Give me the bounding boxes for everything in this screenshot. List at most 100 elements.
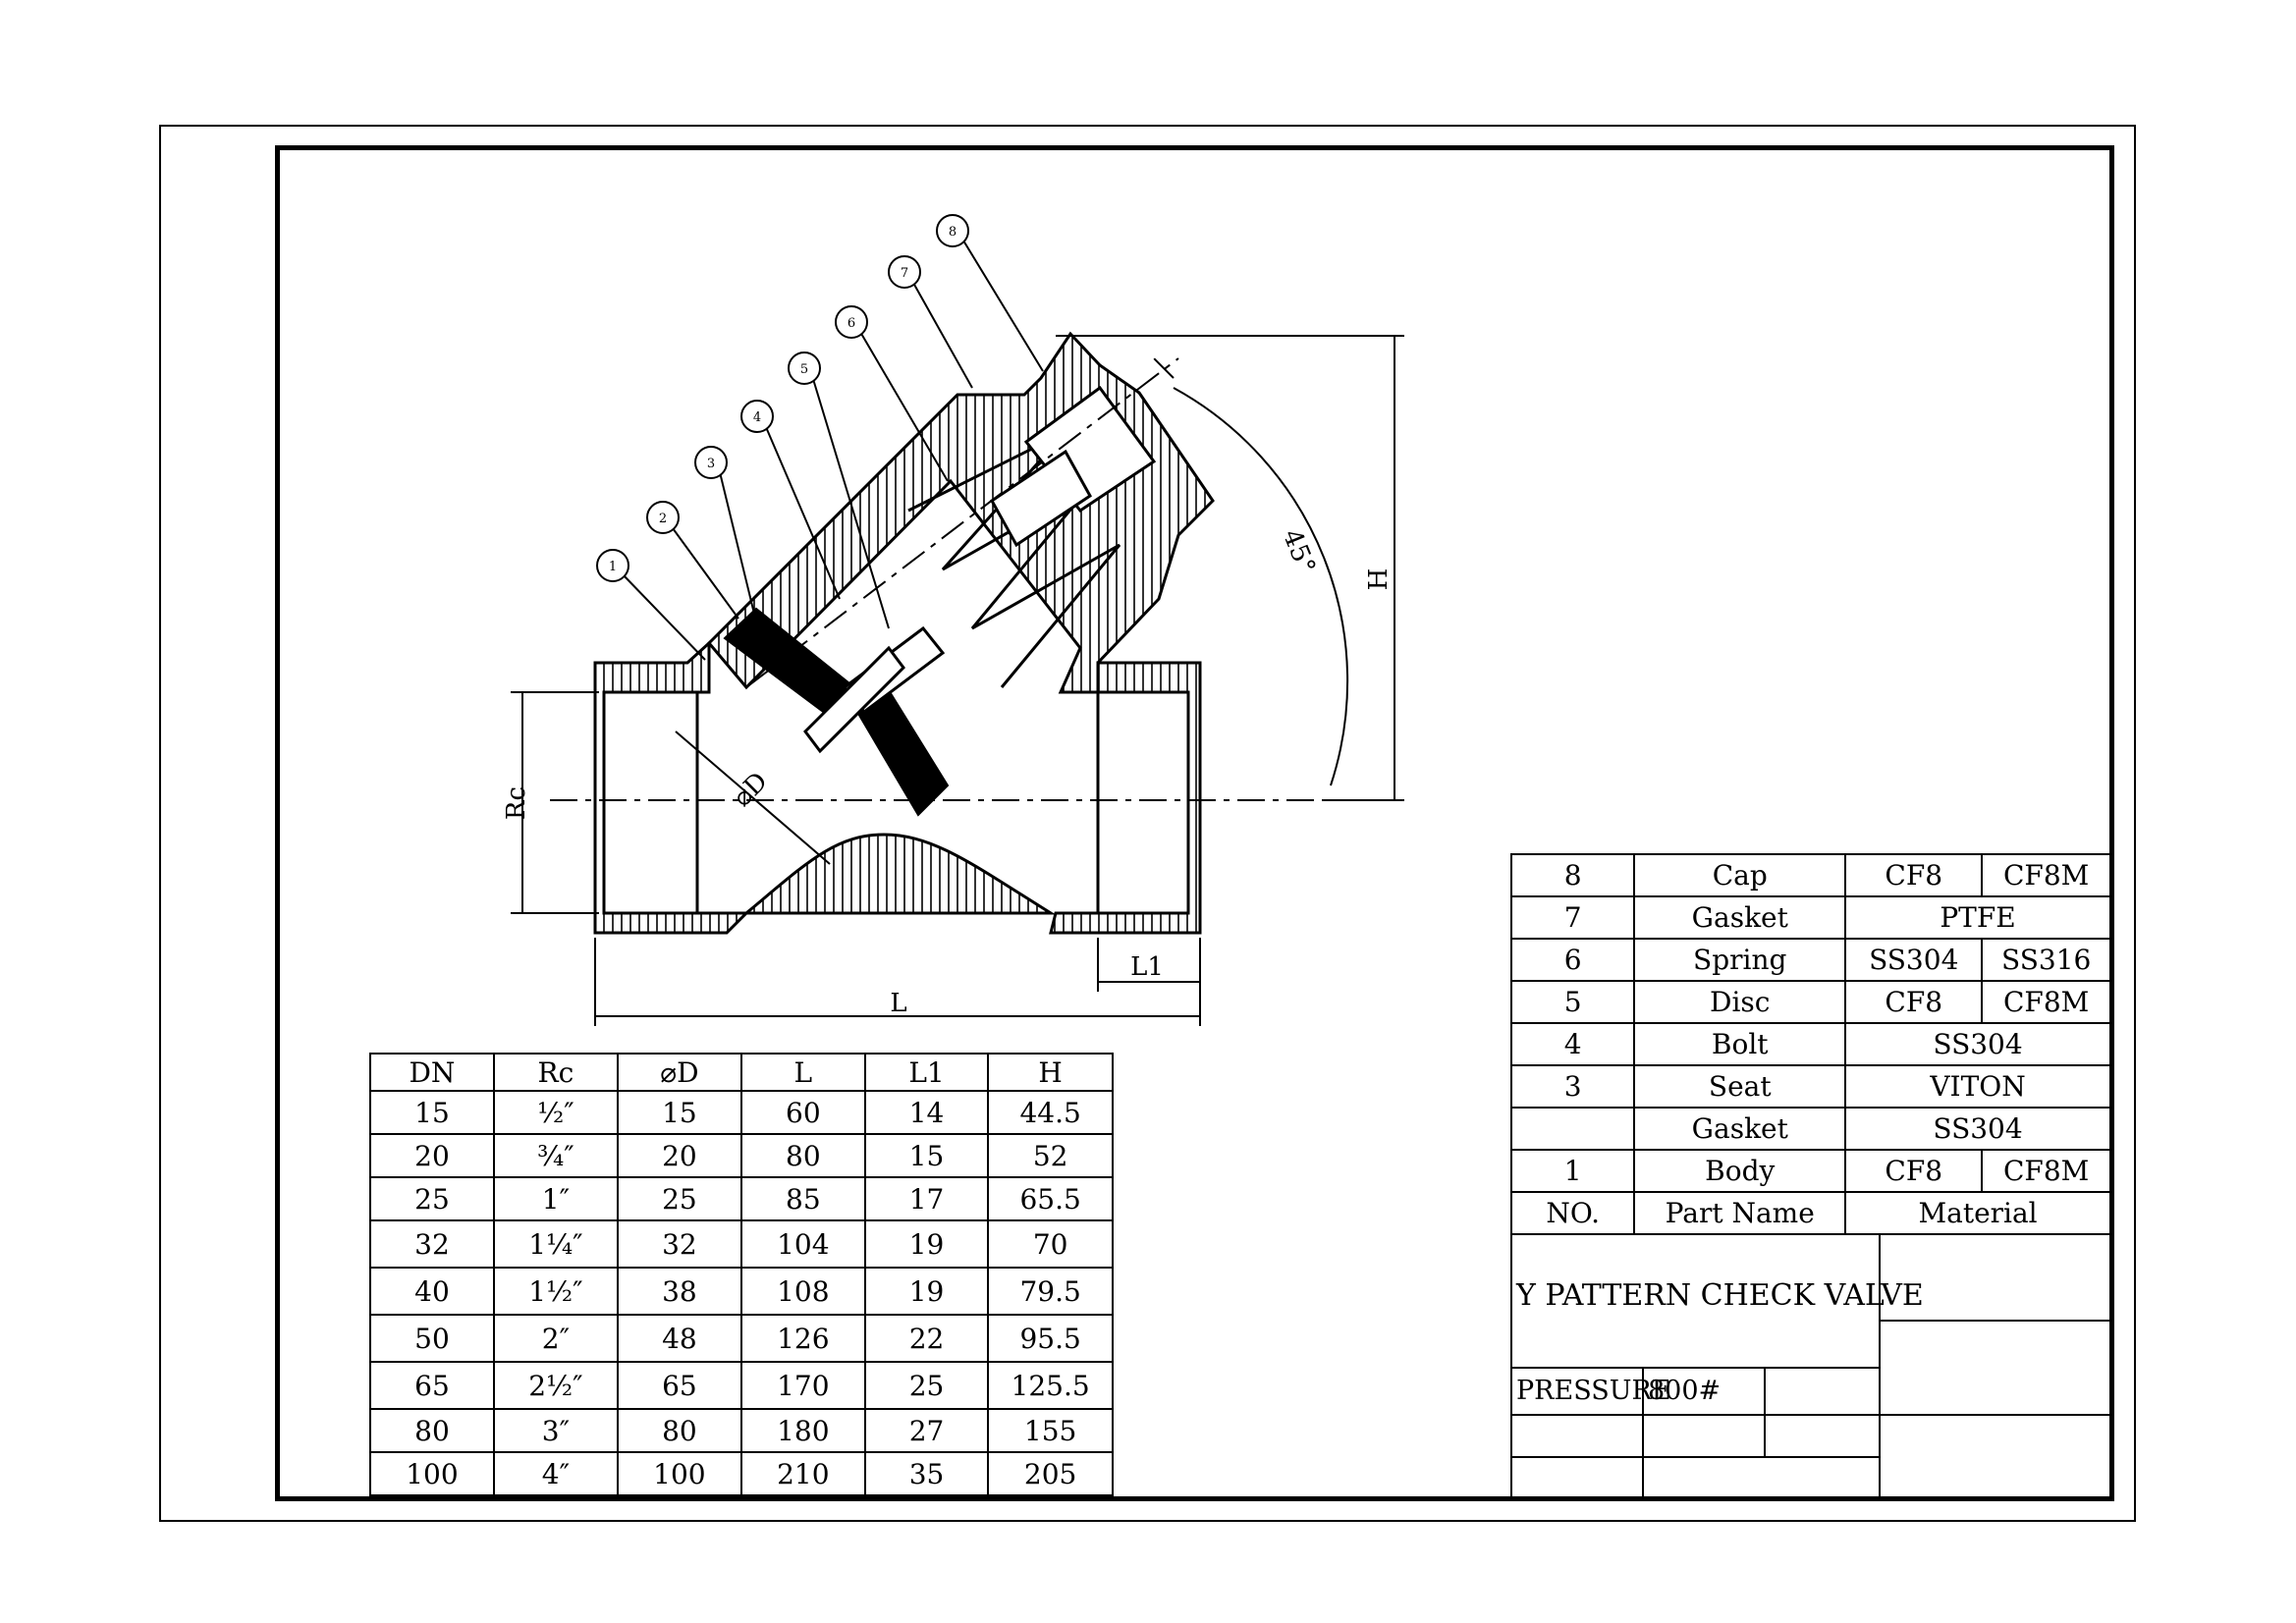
balloon-1 xyxy=(596,549,629,582)
table-cell: 100 xyxy=(369,1451,495,1496)
balloon-label-7: 7 xyxy=(901,266,908,281)
dim-label-l1: L1 xyxy=(1130,952,1164,982)
table-cell: 15 xyxy=(369,1090,495,1135)
table-cell: 205 xyxy=(987,1451,1114,1496)
table-cell: 108 xyxy=(739,1267,866,1316)
dim-label-rc: Rc xyxy=(502,786,531,820)
leader-lines xyxy=(623,235,1044,661)
table-cell: 65 xyxy=(369,1361,495,1410)
table-cell: 22 xyxy=(863,1314,990,1363)
balloon-5 xyxy=(788,352,821,385)
part-number: 6 xyxy=(1509,938,1636,982)
valve-bore xyxy=(602,690,1190,915)
part-name: Seat xyxy=(1633,1064,1847,1109)
part-number: 5 xyxy=(1509,980,1636,1024)
table-cell: 80 xyxy=(616,1408,742,1453)
table-cell: 180 xyxy=(739,1408,866,1453)
part-name: Gasket xyxy=(1633,1107,1847,1151)
table-cell: 20 xyxy=(616,1133,742,1178)
balloon-label-5: 5 xyxy=(800,362,808,377)
table-cell: 40 xyxy=(369,1267,495,1316)
part-material-alt: CF8M xyxy=(1981,1149,2111,1193)
drawing-frame xyxy=(275,145,2114,1501)
table-cell: 104 xyxy=(739,1219,866,1269)
balloon-2 xyxy=(646,501,680,534)
table-cell: 48 xyxy=(616,1314,742,1363)
outer-border xyxy=(159,125,2136,1522)
table-cell: 3″ xyxy=(492,1408,619,1453)
table-cell: 1½″ xyxy=(492,1267,619,1316)
table-cell: 15 xyxy=(863,1133,990,1178)
table-cell: 80 xyxy=(739,1133,866,1178)
part-material: SS304 xyxy=(1844,1107,2111,1151)
part-name: Gasket xyxy=(1633,895,1847,940)
title-block: Y PATTERN CHECK VALVE PRESSURE 800# xyxy=(1510,1235,2113,1500)
balloon-label-1: 1 xyxy=(609,560,617,574)
table-cell: 79.5 xyxy=(987,1267,1114,1316)
table-cell: 65 xyxy=(616,1361,742,1410)
part-name: Disc xyxy=(1633,980,1847,1024)
part-material: CF8 xyxy=(1844,980,1984,1024)
table-cell: 35 xyxy=(863,1451,990,1496)
part-material-alt: CF8M xyxy=(1981,853,2111,897)
table-cell: ¾″ xyxy=(492,1133,619,1178)
part-material: VITON xyxy=(1844,1064,2111,1109)
dimension-lines xyxy=(511,335,1404,1026)
part-material: CF8 xyxy=(1844,1149,1984,1193)
balloon-6 xyxy=(835,305,868,339)
table-cell: 25 xyxy=(369,1176,495,1221)
table-cell: 80 xyxy=(369,1408,495,1453)
table-cell: 170 xyxy=(739,1361,866,1410)
table-cell: 25 xyxy=(616,1176,742,1221)
part-material-alt: SS316 xyxy=(1981,938,2111,982)
table-cell: 19 xyxy=(863,1219,990,1269)
dim-label-d: ⌀D xyxy=(728,767,774,813)
parts-header-name: Part Name xyxy=(1633,1191,1847,1235)
balloon-4 xyxy=(740,400,774,433)
table-cell: ½″ xyxy=(492,1090,619,1135)
balloon-label-2: 2 xyxy=(659,512,667,526)
part-name: Body xyxy=(1633,1149,1847,1193)
balloon-8 xyxy=(936,214,969,247)
table-cell: 60 xyxy=(739,1090,866,1135)
dim-label-l: L xyxy=(890,989,906,1018)
part-name: Cap xyxy=(1633,853,1847,897)
table-cell: 27 xyxy=(863,1408,990,1453)
part-number: 7 xyxy=(1509,895,1636,940)
balloon-label-3: 3 xyxy=(707,457,715,471)
table-cell: 2½″ xyxy=(492,1361,619,1410)
part-name: Spring xyxy=(1633,938,1847,982)
dim-label-h: H xyxy=(1364,568,1394,591)
table-cell: 15 xyxy=(616,1090,742,1135)
table-cell: 14 xyxy=(863,1090,990,1135)
table-cell: 38 xyxy=(616,1267,742,1316)
pressure-value: 800# xyxy=(1648,1376,1722,1406)
part-material: CF8 xyxy=(1844,853,1984,897)
part-number: 3 xyxy=(1509,1064,1636,1109)
balloon-label-8: 8 xyxy=(949,225,957,240)
drawing-title: Y PATTERN CHECK VALVE xyxy=(1516,1278,1924,1313)
table-cell: 32 xyxy=(369,1219,495,1269)
part-number xyxy=(1509,1107,1636,1151)
pressure-label: PRESSURE xyxy=(1516,1376,1671,1406)
cap-insert xyxy=(990,385,1157,548)
part-name: Bolt xyxy=(1633,1022,1847,1066)
table-cell: 32 xyxy=(616,1219,742,1269)
dimension-table-header-cell: L xyxy=(739,1053,866,1092)
balloon-label-6: 6 xyxy=(847,316,855,331)
table-cell: 17 xyxy=(863,1176,990,1221)
table-cell: 25 xyxy=(863,1361,990,1410)
